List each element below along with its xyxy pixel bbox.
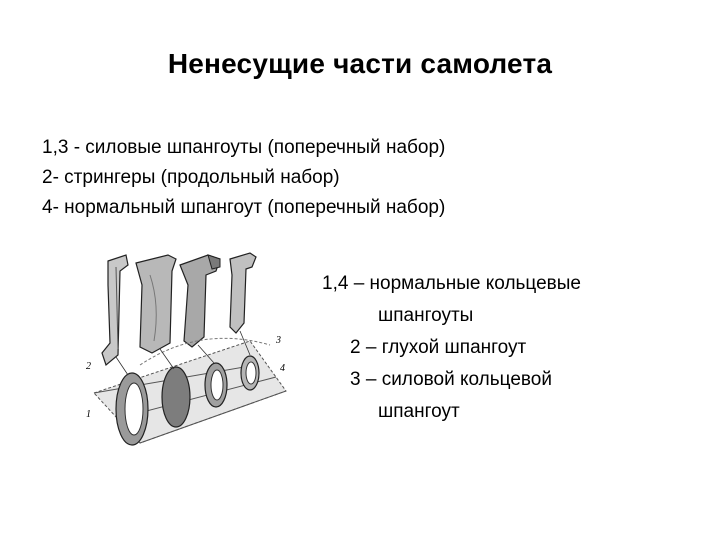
legend-right-line4: 3 – силовой кольцевой [350, 369, 552, 390]
leader-line-1 [115, 356, 129, 376]
page-title: Ненесущие части самолета [167, 48, 553, 79]
figure-label-4: 4 [280, 363, 285, 374]
legend-right-line3: 2 – глухой шпангоут [350, 337, 527, 358]
frame-profile-1 [101, 254, 129, 367]
frame-profile-3-flange [207, 254, 221, 270]
solid-frame-2 [161, 366, 191, 428]
stringer-line-3 [139, 390, 287, 444]
legend-item-normal-frame: 4- нормальный шпангоут (поперечный набор… [42, 197, 446, 218]
leader-lines [115, 330, 251, 376]
frame-profiles [101, 252, 257, 367]
leader-line-3 [197, 344, 215, 364]
fuselage-frames-diagram: 1 2 3 4 [80, 245, 310, 465]
leader-line-4 [239, 330, 251, 356]
fuselage-segment [93, 337, 287, 446]
figure-label-3: 3 [275, 335, 281, 346]
power-frame-3-hole [210, 369, 224, 401]
frame-profile-1-inner [115, 266, 119, 350]
fuselage-top-dashed [139, 337, 271, 366]
legend-item-stringers: 2- стрингеры (продольный набор) [42, 167, 340, 188]
leader-line-2 [159, 348, 175, 370]
legend-right-line2: шпангоуты [378, 305, 474, 326]
frame-profile-2-shade [149, 274, 157, 342]
diagram-svg: 1 2 3 4 [86, 252, 287, 446]
legend-right: 1,4 – нормальные кольцевые шпангоуты 2 –… [322, 268, 702, 428]
frame-profile-4 [229, 252, 257, 334]
legend-item-power-frames: 1,3 - силовые шпангоуты (поперечный набо… [42, 137, 446, 158]
legend-right-line1: 1,4 – нормальные кольцевые [322, 273, 581, 294]
normal-frame-4-hole [245, 361, 257, 385]
ring-frame-1-hole [124, 382, 144, 436]
legend-right-line5: шпангоут [378, 401, 460, 422]
legend-list: 1,3 - силовые шпангоуты (поперечный набо… [42, 133, 445, 223]
figure-label-1: 1 [86, 409, 91, 420]
figure-label-2: 2 [86, 361, 91, 372]
